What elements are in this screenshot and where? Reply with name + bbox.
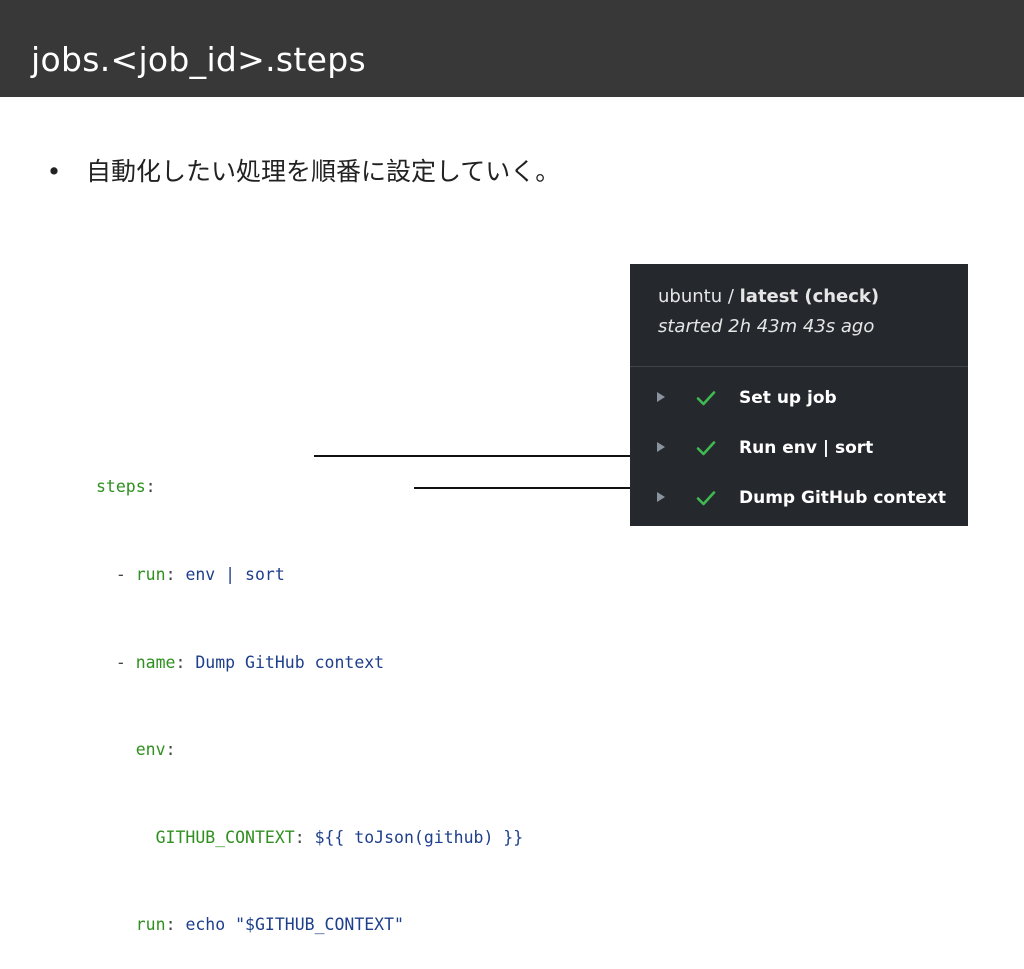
yaml-key: run: [135, 915, 166, 935]
yaml-indent: [96, 915, 136, 934]
slide-title: jobs.<job_id>.steps: [31, 40, 366, 79]
bullet-dot-icon: •: [46, 157, 62, 186]
yaml-key: run: [135, 565, 166, 584]
yaml-colon: :: [175, 652, 196, 672]
check-icon: [696, 391, 716, 406]
bullet-text: 自動化したい処理を順番に設定していく。: [86, 157, 561, 186]
job-title: ubuntu / latest (check): [658, 284, 879, 310]
slide-header: jobs.<job_id>.steps: [0, 0, 1024, 97]
yaml-key: name: [135, 652, 176, 672]
yaml-value: Dump GitHub context: [195, 652, 385, 672]
github-actions-job-panel: ubuntu / latest (check) started 2h 43m 4…: [630, 264, 968, 526]
yaml-dash: -: [115, 565, 136, 584]
yaml-value: echo "$GITHUB_CONTEXT": [185, 915, 404, 935]
yaml-value: ${{ toJson(github) }}: [314, 827, 524, 847]
job-started-time: started 2h 43m 43s ago: [658, 316, 875, 337]
expand-arrow-icon[interactable]: [657, 492, 665, 502]
step-row-dump-github-context[interactable]: Dump GitHub context: [630, 478, 968, 518]
yaml-value: env | sort: [185, 565, 285, 584]
yaml-indent: [96, 828, 156, 847]
yaml-key: GITHUB_CONTEXT: [155, 827, 295, 847]
job-name: latest (check): [739, 286, 880, 307]
code-line-name: - name: Dump GitHub context: [96, 648, 523, 677]
yaml-indent: [96, 565, 116, 584]
yaml-colon: :: [165, 565, 186, 584]
yaml-indent: [96, 740, 136, 759]
step-row-run-env-sort[interactable]: Run env | sort: [630, 428, 968, 468]
code-line-env: env:: [96, 735, 523, 764]
step-label: Set up job: [739, 388, 837, 408]
code-line-run-echo: run: echo "$GITHUB_CONTEXT": [96, 910, 523, 939]
yaml-key: steps: [96, 477, 146, 497]
yaml-colon: :: [165, 915, 186, 935]
yaml-code-block: steps: - run: env | sort - name: Dump Gi…: [96, 414, 523, 969]
step-row-set-up-job[interactable]: Set up job: [630, 378, 968, 418]
job-runner: ubuntu /: [658, 286, 740, 307]
yaml-key: env: [135, 740, 166, 760]
step-label: Dump GitHub context: [739, 488, 946, 508]
yaml-colon: :: [145, 477, 156, 497]
connector-line-run: [314, 455, 652, 457]
code-line-steps: steps:: [96, 472, 523, 501]
expand-arrow-icon[interactable]: [657, 442, 665, 452]
expand-arrow-icon[interactable]: [657, 392, 665, 402]
connector-line-name: [414, 487, 652, 489]
yaml-indent: [96, 653, 116, 672]
check-icon: [696, 491, 716, 506]
yaml-colon: :: [294, 827, 315, 847]
yaml-dash: -: [115, 652, 136, 672]
code-line-run-env: - run: env | sort: [96, 560, 523, 589]
check-icon: [696, 441, 716, 456]
code-line-github-context: GITHUB_CONTEXT: ${{ toJson(github) }}: [96, 823, 524, 852]
step-label: Run env | sort: [739, 438, 874, 458]
panel-divider: [630, 366, 968, 367]
yaml-colon: :: [165, 740, 176, 760]
